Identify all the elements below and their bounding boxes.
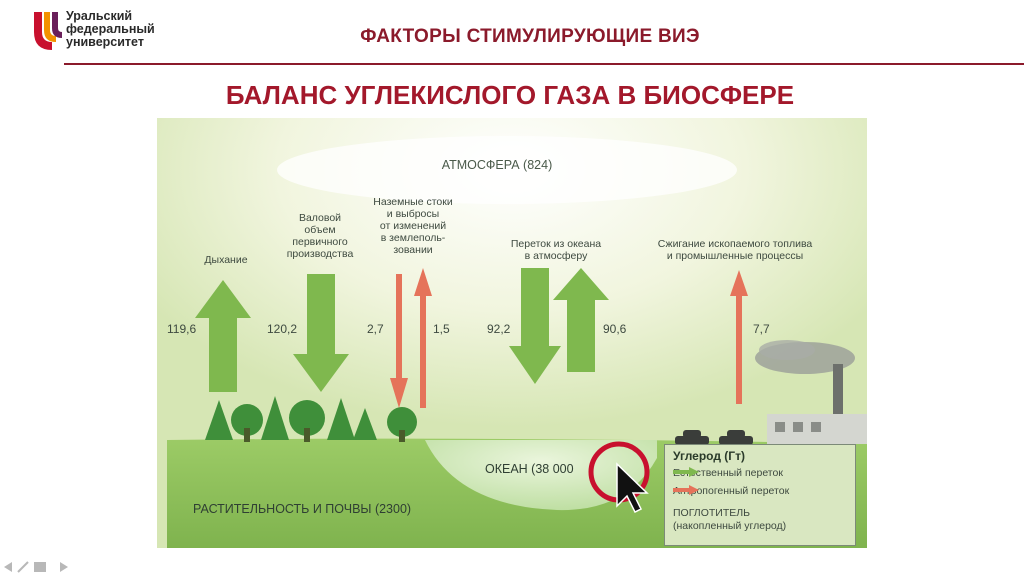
land-label-line: от изменений — [379, 220, 447, 232]
ocean-flux-label-line: Переток из океана — [510, 238, 602, 250]
land-up-value: 1,5 — [433, 322, 450, 336]
logo-line-1: Уральский — [66, 9, 133, 23]
university-name: Уральский федеральный университет — [66, 10, 155, 49]
fossil-label: Сжигание ископаемого топлива и промышлен… — [615, 238, 855, 262]
menu-icon[interactable] — [34, 562, 46, 572]
mouse-pointer-icon — [616, 462, 649, 514]
legend-box: Углерод (Гт) Естественный переток Антроп… — [664, 444, 856, 546]
ocean-flux-label-line: в атмосферу — [524, 250, 588, 262]
ocean-up-value: 90,6 — [603, 322, 627, 336]
respiration-arrow — [195, 280, 251, 392]
ocean-label: ОКЕАН (38 000 — [485, 462, 574, 476]
gpp-label: Валовой объем первичного производства — [275, 212, 365, 260]
fossil-label-line: Сжигание ископаемого топлива — [657, 238, 813, 250]
gpp-label-line: производства — [286, 248, 354, 260]
gpp-label-line: объем — [304, 224, 336, 236]
vegetation-label: РАСТИТЕЛЬНОСТЬ И ПОЧВЫ (2300) — [193, 502, 412, 516]
ocean-down-value: 92,2 — [487, 322, 511, 336]
anthropogenic-flux-arrows — [390, 268, 748, 408]
land-label-line: Наземные стоки — [373, 196, 453, 208]
land-down-value: 2,7 — [367, 322, 384, 336]
land-label-line: зовании — [393, 244, 433, 256]
gpp-label-line: Валовой — [298, 212, 342, 224]
legend-title: Углерод (Гт) — [673, 449, 745, 463]
legend-natural-label: Естественный переток — [673, 467, 783, 479]
university-logo: Уральский федеральный университет — [30, 10, 170, 56]
respiration-value: 119,6 — [167, 322, 197, 336]
logo-line-3: университет — [66, 35, 144, 49]
legend-sink: ПОГЛОТИТЕЛЬ (накопленный углерод) — [673, 507, 786, 533]
cars — [675, 430, 753, 445]
prev-slide-icon[interactable] — [4, 562, 12, 572]
carbon-balance-diagram: АТМОСФЕРА (824) Дыхание Валовой объем пе… — [157, 118, 867, 548]
urfu-logo-icon — [34, 12, 62, 50]
respiration-label-line: Дыхание — [204, 254, 248, 266]
atmosphere-label: АТМОСФЕРА (824) — [441, 158, 553, 172]
next-slide-icon[interactable] — [60, 562, 68, 572]
slide-nav-toolbar — [4, 561, 68, 573]
legend-anthropogenic-label: Антропогенный переток — [673, 485, 790, 497]
respiration-label: Дыхание — [191, 254, 261, 266]
legend-anthropogenic-row: Антропогенный переток — [673, 485, 789, 497]
header-title: ФАКТОРЫ СТИМУЛИРУЮЩИЕ ВИЭ — [360, 26, 700, 47]
ocean-flux-label: Переток из океана в атмосферу — [491, 238, 621, 262]
fossil-label-line: и промышленные процессы — [666, 250, 804, 262]
header-divider — [64, 63, 1024, 65]
gpp-label-line: первичного — [292, 236, 348, 248]
land-label-line: и выбросы — [386, 208, 440, 220]
natural-arrow-icon — [673, 467, 699, 477]
logo-line-2: федеральный — [66, 22, 155, 36]
ocean-up-arrow — [553, 268, 609, 372]
legend-sink-line: ПОГЛОТИТЕЛЬ — [673, 507, 751, 519]
land-up-arrow — [414, 268, 432, 408]
forest — [205, 396, 417, 442]
pen-icon[interactable] — [17, 561, 29, 573]
natural-flux-arrows — [195, 268, 609, 392]
fossil-up-arrow — [730, 270, 748, 404]
gpp-arrow — [293, 274, 349, 392]
land-label: Наземные стоки и выбросы от изменений в … — [363, 196, 463, 256]
factory — [755, 340, 867, 444]
fossil-value: 7,7 — [753, 322, 770, 336]
land-label-line: в землеполь- — [380, 232, 446, 244]
legend-sink-line: (накопленный углерод) — [673, 520, 787, 532]
ocean-down-arrow — [509, 268, 561, 384]
gpp-value: 120,2 — [267, 322, 298, 336]
slide-title: БАЛАНС УГЛЕКИСЛОГО ГАЗА В БИОСФЕРЕ — [225, 80, 795, 110]
anthropogenic-arrow-icon — [673, 485, 699, 495]
legend-natural-row: Естественный переток — [673, 467, 783, 479]
land-down-arrow — [390, 274, 408, 408]
atmosphere-ellipse — [277, 136, 737, 204]
